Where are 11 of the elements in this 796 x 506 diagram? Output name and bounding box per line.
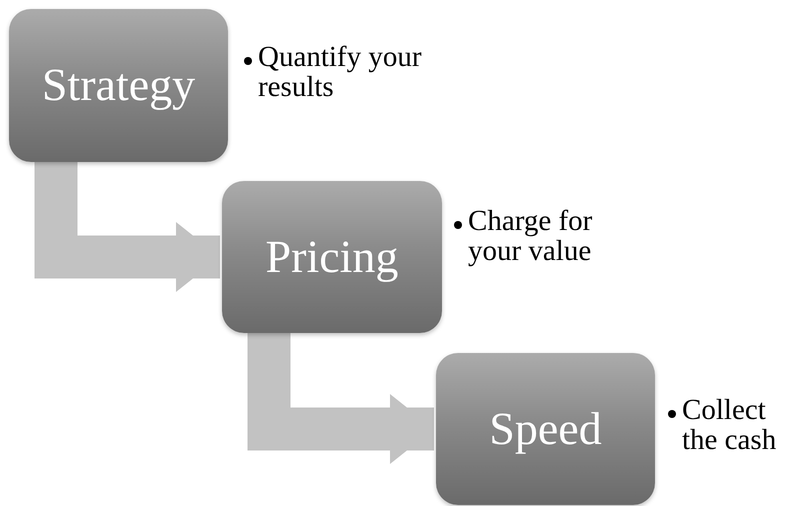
process-box (9, 9, 228, 162)
bullet-text: Quantify your results (258, 42, 422, 103)
bent-arrow (248, 333, 434, 464)
box-title: Pricing (266, 232, 398, 282)
box-title: Strategy (42, 60, 196, 111)
bullet-text: Collect the cash (682, 395, 778, 456)
bent-arrow (34, 162, 220, 292)
process-box (222, 181, 442, 333)
box-title: Speed (489, 404, 602, 454)
process-box (436, 353, 655, 505)
bullet-text: Charge for your value (468, 206, 594, 267)
